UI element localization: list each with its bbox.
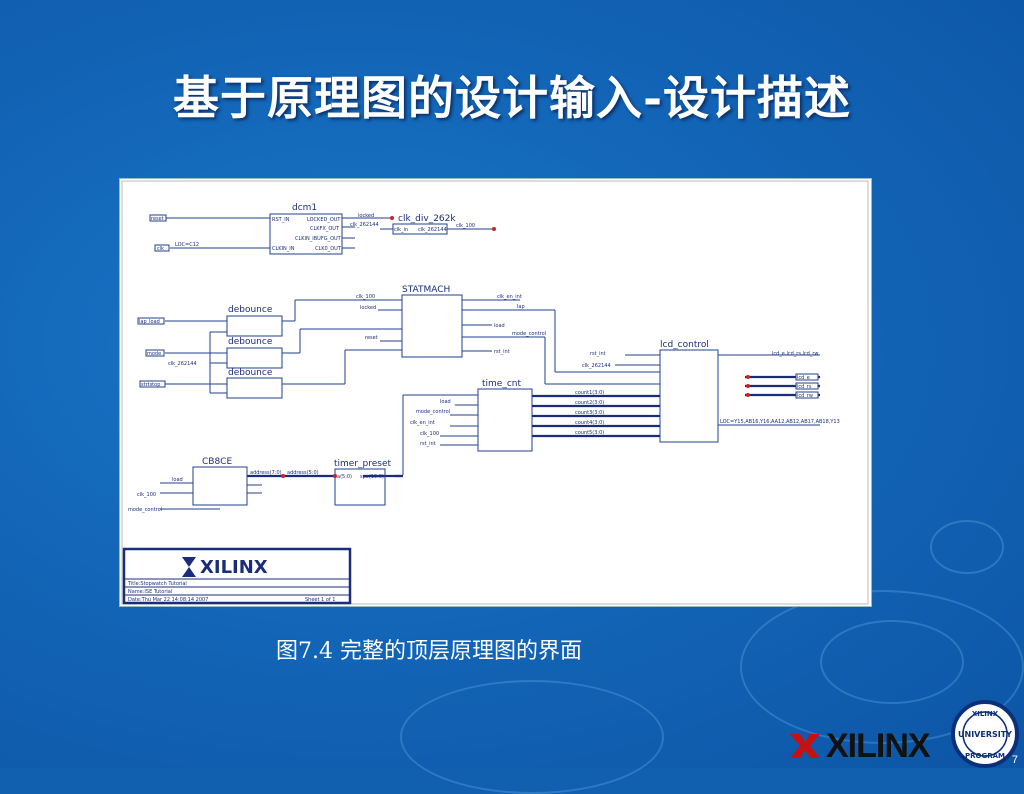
net-label: lcd_e,lcd_rs,lcd_rw bbox=[772, 351, 819, 357]
page-number: 7 bbox=[1011, 754, 1018, 766]
net-label: clk_100 bbox=[456, 223, 475, 229]
titleblock-sheet: Sheet 1 of 1 bbox=[305, 597, 335, 603]
lcd-label: lcd_control bbox=[660, 340, 709, 350]
xilinx-logo-icon bbox=[790, 734, 820, 758]
titleblock-row: Date:Thu Mar 22 14:08:14 2007 bbox=[128, 597, 208, 603]
pin-label: a(5:0) bbox=[337, 474, 352, 480]
ripple-decoration bbox=[820, 620, 964, 704]
clkdiv-label: clk_div_262k bbox=[398, 214, 456, 224]
schematic-diagram: dcm1 clk_div_262k STATMACH debounce debo… bbox=[121, 180, 869, 605]
debounce-label-1: debounce bbox=[228, 305, 273, 315]
net-label: rst_int bbox=[494, 349, 510, 355]
port-label: strtstop bbox=[141, 382, 160, 388]
timecnt-label: time_cnt bbox=[482, 379, 521, 389]
net-label: count2(3:0) bbox=[575, 400, 604, 406]
net-label: locked bbox=[360, 305, 376, 311]
pin-label: LOCKED_OUT bbox=[307, 217, 341, 223]
net-label: clk_en_int bbox=[497, 294, 522, 300]
net-label: clk_262144 bbox=[582, 363, 611, 369]
slide-title: 基于原理图的设计输入-设计描述 bbox=[172, 71, 852, 125]
university-program-badge: XILINX UNIVERSITY PROGRAM bbox=[951, 700, 1019, 768]
net-label: load bbox=[440, 399, 451, 405]
net-label: clk_100 bbox=[420, 431, 439, 437]
net-label: lap bbox=[517, 304, 525, 310]
net-label: clk_262144 bbox=[350, 222, 379, 228]
cb8ce-label: CB8CE bbox=[202, 457, 232, 467]
net-label: clk_en_int bbox=[410, 420, 435, 426]
net-label: clk_100 bbox=[137, 492, 156, 498]
port-label: mode bbox=[147, 351, 161, 357]
pin-label: clk_in bbox=[394, 227, 408, 233]
port-label: lap_load bbox=[139, 319, 160, 325]
figure-caption: 图7.4 完整的顶层原理图的界面 bbox=[276, 639, 582, 664]
pin-label: RST_IN bbox=[272, 217, 290, 223]
net-label: reset bbox=[365, 335, 378, 341]
net-label: count1(3:0) bbox=[575, 390, 604, 396]
port-label: lcd_e bbox=[797, 375, 810, 381]
net-label: count3(3:0) bbox=[575, 410, 604, 416]
badge-mid-text: UNIVERSITY bbox=[958, 730, 1012, 739]
ripple-decoration bbox=[400, 680, 664, 794]
net-label: mode_control bbox=[128, 507, 162, 513]
timer-preset-label: timer_preset bbox=[334, 459, 392, 469]
statmach-label: STATMACH bbox=[402, 285, 450, 295]
titleblock-row: Name:ISE Tutorial bbox=[128, 589, 172, 595]
pin-label: spo(19:0) bbox=[360, 474, 384, 480]
net-label: locked bbox=[358, 213, 374, 219]
pin-label: CLK0_OUT bbox=[315, 246, 342, 252]
net-label: LOC=Y15,AB16,Y16,AA12,AB12,AB17,AB18,Y13 bbox=[720, 419, 840, 425]
net-label: clk_100 bbox=[356, 294, 375, 300]
titleblock-row: Title:Stopwatch Tutorial bbox=[127, 581, 187, 587]
dcm-label: dcm1 bbox=[292, 203, 317, 213]
pin-label: CLKIN_IN bbox=[272, 246, 295, 252]
pin-label: CLKFX_OUT bbox=[310, 226, 340, 232]
net-label: rst_int bbox=[590, 351, 606, 357]
debounce-label-2: debounce bbox=[228, 337, 273, 347]
net-label: load bbox=[494, 323, 505, 329]
net-label: clk_262144 bbox=[168, 361, 197, 367]
pin-label: clk_262144 bbox=[418, 227, 447, 233]
net-label: count5(3:0) bbox=[575, 430, 604, 436]
title-block: XILINX Title:Stopwatch Tutorial Name:ISE… bbox=[122, 547, 352, 605]
port-label: lcd_rw bbox=[797, 393, 813, 399]
net-label: mode_control bbox=[416, 409, 450, 415]
port-label: reset bbox=[151, 216, 164, 222]
net-label: rst_int bbox=[420, 441, 436, 447]
net-label: address(7:0) bbox=[250, 470, 282, 476]
footer-logo-text: XILINX bbox=[826, 726, 931, 765]
net-label: mode_control bbox=[512, 331, 546, 337]
xilinx-footer-logo: XILINX bbox=[788, 726, 931, 766]
schematic-image: dcm1 clk_div_262k STATMACH debounce debo… bbox=[120, 179, 871, 606]
net-label: LOC=C12 bbox=[175, 242, 199, 248]
port-label: clk bbox=[157, 246, 164, 252]
ripple-decoration bbox=[740, 590, 1024, 744]
net-label: load bbox=[172, 477, 183, 483]
ripple-decoration bbox=[930, 520, 1004, 574]
badge-bot-text: PROGRAM bbox=[965, 752, 1005, 760]
debounce-label-3: debounce bbox=[228, 368, 273, 378]
net-label: count4(3:0) bbox=[575, 420, 604, 426]
net-label: address(5:0) bbox=[287, 470, 319, 476]
pin-label: CLKIN_IBUFG_OUT bbox=[295, 236, 342, 242]
badge-top-text: XILINX bbox=[972, 710, 999, 718]
port-label: lcd_rs bbox=[797, 384, 812, 390]
titleblock-logo: XILINX bbox=[200, 557, 268, 578]
